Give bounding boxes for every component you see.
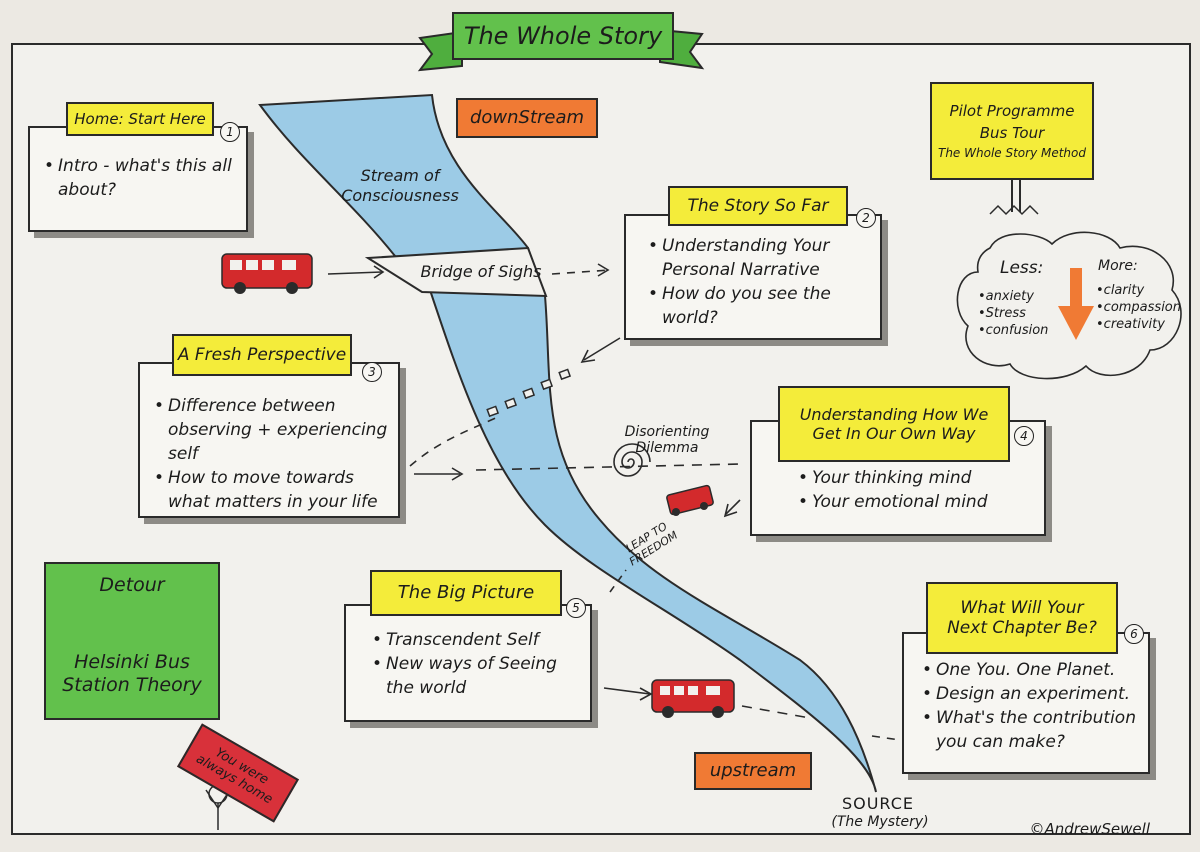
list-item: •confusion xyxy=(978,323,1049,338)
list-item: •creativity xyxy=(1096,317,1165,332)
cloud xyxy=(956,231,1182,380)
section-2-items: Understanding Your Personal Narrative Ho… xyxy=(648,234,868,330)
bridge-of-sighs xyxy=(364,246,548,298)
list-item: How to move towards what matters in your… xyxy=(154,466,388,514)
bus-icon-left xyxy=(221,253,313,294)
list-item: How do you see the world? xyxy=(648,282,868,330)
arrow-down-icon xyxy=(1058,268,1094,340)
page-title: The Whole Story xyxy=(452,12,674,60)
section-5-number: 5 xyxy=(566,598,586,618)
grass xyxy=(989,204,1039,216)
section-1-number: 1 xyxy=(220,122,240,142)
list-item: Your thinking mind xyxy=(798,466,1032,490)
disorienting-dilemma-label: Disorienting Dilemma xyxy=(624,424,710,456)
source-label: SOURCE xyxy=(841,794,915,813)
source-subtitle: (The Mystery) xyxy=(831,814,929,830)
pilot-programme-sign: Pilot Programme Bus Tour The Whole Story… xyxy=(930,82,1094,180)
more-title: More: xyxy=(1098,258,1138,274)
less-title: Less: xyxy=(1000,258,1044,278)
section-2-number: 2 xyxy=(856,208,876,228)
section-1-title: Home: Start Here xyxy=(66,102,214,136)
list-item: Design an experiment. xyxy=(922,682,1140,706)
bus-icon-bottom xyxy=(651,679,735,718)
list-item: One You. One Planet. xyxy=(922,658,1140,682)
section-4-items: Your thinking mind Your emotional mind xyxy=(798,466,1032,514)
section-5-items: Transcendent Self New ways of Seeing the… xyxy=(372,628,580,700)
detour-line-1: Helsinki Bus xyxy=(74,650,190,673)
list-item: •Stress xyxy=(978,306,1026,321)
stream-of-consciousness-label: Stream of Consciousness xyxy=(341,166,459,205)
section-6-items: One You. One Planet. Design an experimen… xyxy=(922,658,1140,754)
spiral-icon xyxy=(613,443,651,477)
pilot-line-2: Bus Tour xyxy=(979,123,1045,142)
stepping-stones xyxy=(486,368,572,418)
connectors xyxy=(327,263,901,741)
detour-line-2: Station Theory xyxy=(62,673,202,696)
list-item: Transcendent Self xyxy=(372,628,580,652)
upstream-label: upstream xyxy=(694,752,812,790)
section-2-title: The Story So Far xyxy=(668,186,848,226)
signature: ©AndrewSewell xyxy=(1029,820,1150,838)
list-item: Understanding Your Personal Narrative xyxy=(648,234,868,282)
list-item: Your emotional mind xyxy=(798,490,1032,514)
section-6-title: What Will Your Next Chapter Be? xyxy=(926,582,1118,654)
detour-title: Detour xyxy=(99,574,165,596)
section-5-title: The Big Picture xyxy=(370,570,562,616)
pilot-line-1: Pilot Programme xyxy=(949,101,1075,120)
downstream-label: downStream xyxy=(456,98,598,138)
section-1-items: Intro - what's this all about? xyxy=(44,154,234,202)
bridge-of-sighs-label: Bridge of Sighs xyxy=(420,262,542,281)
section-2-panel: Understanding Your Personal Narrative Ho… xyxy=(624,214,882,340)
list-item: •anxiety xyxy=(978,289,1034,304)
list-item: What's the contribution you can make? xyxy=(922,706,1140,754)
detour-box: Detour Helsinki Bus Station Theory xyxy=(44,562,220,720)
list-item: •compassion xyxy=(1096,300,1182,315)
more-list: •clarity •compassion •creativity xyxy=(1096,282,1181,333)
bus-icon-river xyxy=(666,484,714,516)
pilot-line-3: The Whole Story Method xyxy=(938,145,1086,160)
list-item: Difference between observing + experienc… xyxy=(154,394,388,466)
section-4-number: 4 xyxy=(1014,426,1034,446)
list-item: Intro - what's this all about? xyxy=(44,154,234,202)
list-item: New ways of Seeing the world xyxy=(372,652,580,700)
section-3-items: Difference between observing + experienc… xyxy=(154,394,388,514)
section-1-panel: Intro - what's this all about? xyxy=(28,126,248,232)
less-list: •anxiety •Stress •confusion xyxy=(978,288,1048,339)
section-4-title: Understanding How We Get In Our Own Way xyxy=(778,386,1010,462)
section-6-number: 6 xyxy=(1124,624,1144,644)
section-3-number: 3 xyxy=(362,362,382,382)
section-3-title: A Fresh Perspective xyxy=(172,334,352,376)
section-5-panel: Transcendent Self New ways of Seeing the… xyxy=(344,604,592,722)
list-item: •clarity xyxy=(1096,283,1145,298)
section-3-panel: Difference between observing + experienc… xyxy=(138,362,400,518)
